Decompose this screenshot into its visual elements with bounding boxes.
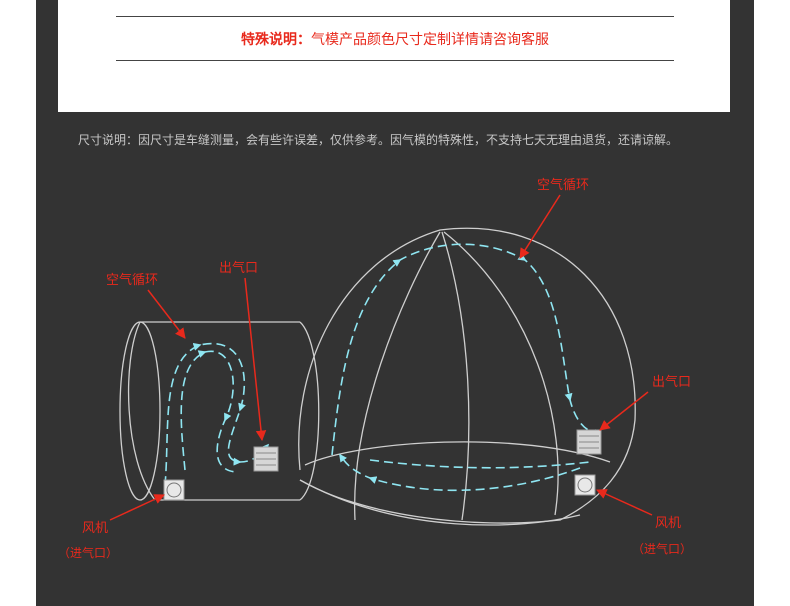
pointer-fan-left bbox=[109, 494, 165, 521]
tunnel-shape bbox=[119, 321, 320, 501]
tunnel-entrance-outer bbox=[127, 321, 156, 501]
special-note-label: 特殊说明： bbox=[241, 32, 311, 48]
label-fan-right: 风机 bbox=[655, 516, 681, 531]
outlet-vent-dome bbox=[576, 429, 602, 455]
label-air-circulation-top: 空气循环 bbox=[537, 177, 589, 193]
pointer-outlet-tunnel bbox=[244, 277, 267, 442]
label-outlet-dome: 出气口 bbox=[652, 374, 691, 390]
tunnel-airflow-inner bbox=[180, 350, 237, 473]
tunnel-body bbox=[140, 321, 300, 501]
label-fan-left: 风机 bbox=[82, 521, 108, 536]
dome-base bbox=[299, 479, 581, 526]
pointer-outlet-dome bbox=[599, 391, 649, 431]
pointer-fan-right bbox=[596, 489, 653, 516]
label-air-circulation-left: 空气循环 bbox=[106, 272, 158, 288]
special-note: 特殊说明：气模产品颜色尺寸定制详情请咨询客服 bbox=[0, 29, 790, 49]
dome-seam-2 bbox=[441, 231, 470, 521]
label-inlet-right: （进气口） bbox=[632, 541, 692, 556]
airflow-paths bbox=[164, 243, 602, 492]
label-inlet-left: （进气口） bbox=[58, 545, 118, 560]
special-note-text: 气模产品颜色尺寸定制详情请咨询客服 bbox=[311, 32, 549, 48]
dome-airflow-upper bbox=[331, 243, 602, 456]
tunnel-entrance bbox=[119, 321, 161, 501]
dome-airflow-floor bbox=[369, 459, 591, 469]
dome-outline bbox=[298, 227, 636, 524]
card-divider-bottom bbox=[116, 60, 674, 61]
dome-airflow-lower bbox=[339, 453, 581, 492]
card-divider-top bbox=[116, 16, 674, 17]
dome-seam-3 bbox=[443, 231, 559, 516]
fan-left bbox=[163, 479, 185, 501]
tunnel-airflow bbox=[164, 342, 270, 486]
pointer-air-circulation-top bbox=[519, 194, 561, 259]
label-outlet-tunnel: 出气口 bbox=[219, 260, 258, 276]
fan-right bbox=[574, 474, 596, 496]
pointer-air-circulation-left bbox=[147, 289, 186, 339]
tunnel-joint bbox=[299, 321, 320, 501]
dome-door-arch bbox=[304, 441, 611, 466]
info-card bbox=[58, 0, 730, 112]
outlet-vent-tunnel bbox=[253, 446, 279, 472]
annotation-arrows bbox=[109, 194, 653, 521]
size-note: 尺寸说明：因尺寸是车缝测量，会有些许误差，仅供参考。因气模的特殊性，不支持七天无… bbox=[78, 133, 679, 147]
